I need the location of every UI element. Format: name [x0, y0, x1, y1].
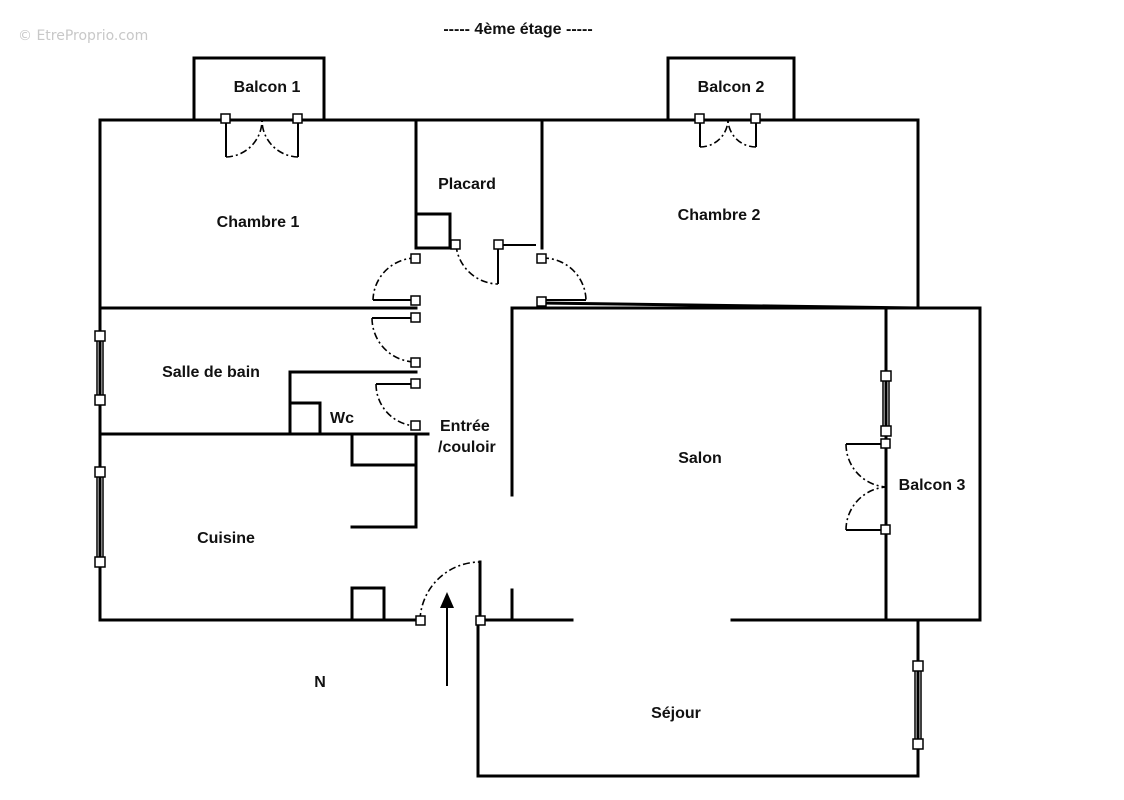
compass-north-label: N: [314, 674, 326, 691]
floor-title: ----- 4ème étage -----: [443, 21, 592, 38]
placard-box: [414, 212, 452, 250]
room-label-placard: Placard: [438, 176, 496, 193]
room-label-salon: Salon: [678, 450, 722, 467]
doors: [220, 113, 891, 626]
room-label-balcon-1: Balcon 1: [234, 79, 301, 96]
room-label-salle-de-bain: Salle de bain: [162, 364, 260, 381]
room-label-entree-line-1: Entrée: [440, 418, 490, 435]
balcony-frames: [192, 56, 796, 122]
watermark: © EtreProprio.com: [18, 28, 148, 44]
room-label-wc: Wc: [330, 410, 354, 427]
room-label-cuisine: Cuisine: [197, 530, 255, 547]
room-label-chambre-1: Chambre 1: [217, 214, 300, 231]
windows: [94, 330, 924, 750]
room-label-balcon-2: Balcon 2: [698, 79, 765, 96]
cuisine-box: [350, 586, 386, 622]
room-label-chambre-2: Chambre 2: [678, 207, 761, 224]
entrance-arrow-icon: [440, 592, 454, 686]
room-label-balcon-3: Balcon 3: [899, 477, 966, 494]
room-label-sejour: Séjour: [651, 705, 701, 722]
room-label-entree-line-2: /couloir: [438, 439, 496, 456]
